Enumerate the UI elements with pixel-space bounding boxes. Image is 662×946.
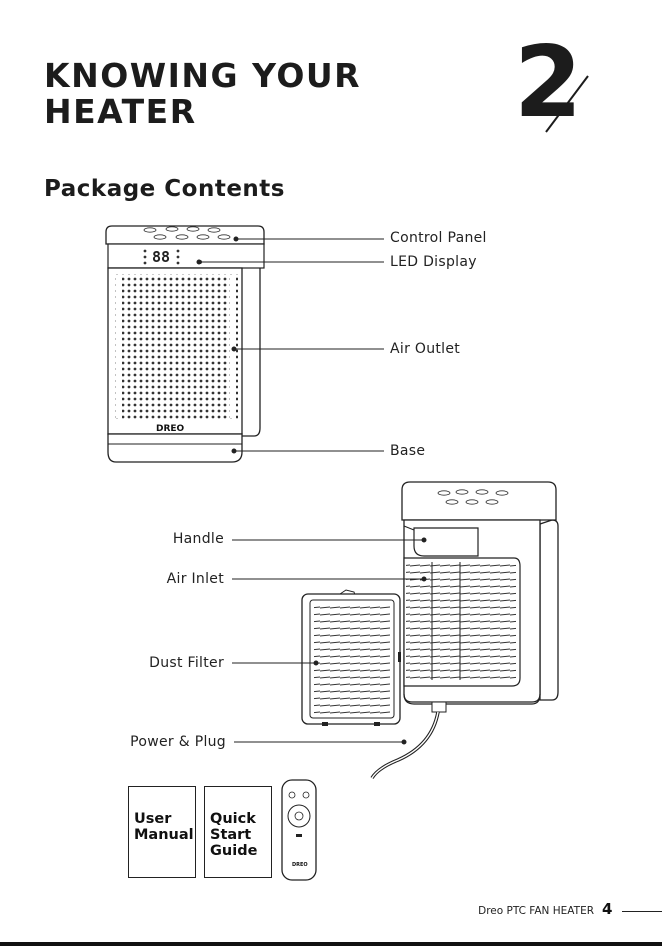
label-dust-filter: Dust Filter <box>100 655 224 671</box>
label-air-inlet: Air Inlet <box>100 571 224 587</box>
label-handle: Handle <box>100 531 224 547</box>
footer-rule <box>622 911 662 912</box>
quick-start-line3: Guide <box>210 843 271 859</box>
front-brand-logo: DREO <box>156 424 185 434</box>
label-control-panel: Control Panel <box>390 230 487 246</box>
user-manual-booklet: User Manual <box>128 786 196 878</box>
user-manual-line1: User <box>134 811 195 827</box>
remote-control: DREO <box>282 780 316 880</box>
footer-text: Dreo PTC FAN HEATER <box>478 905 594 917</box>
quick-start-line2: Start <box>210 827 271 843</box>
heater-front: 88 DREO <box>106 226 264 462</box>
remote-brand-logo: DREO <box>292 862 308 868</box>
quick-start-guide-booklet: Quick Start Guide <box>204 786 272 878</box>
label-air-outlet: Air Outlet <box>390 341 460 357</box>
quick-start-line1: Quick <box>210 811 271 827</box>
label-led-display: LED Display <box>390 254 477 270</box>
base-shape <box>108 434 242 462</box>
bottom-border <box>0 942 662 946</box>
svg-text:88: 88 <box>152 248 170 266</box>
page-number: 4 <box>602 900 612 918</box>
user-manual-line2: Manual <box>134 827 195 843</box>
label-base: Base <box>390 443 425 459</box>
dust-filter-shape <box>302 590 401 726</box>
label-power-plug: Power & Plug <box>100 734 226 750</box>
led-display-shape <box>108 244 264 268</box>
